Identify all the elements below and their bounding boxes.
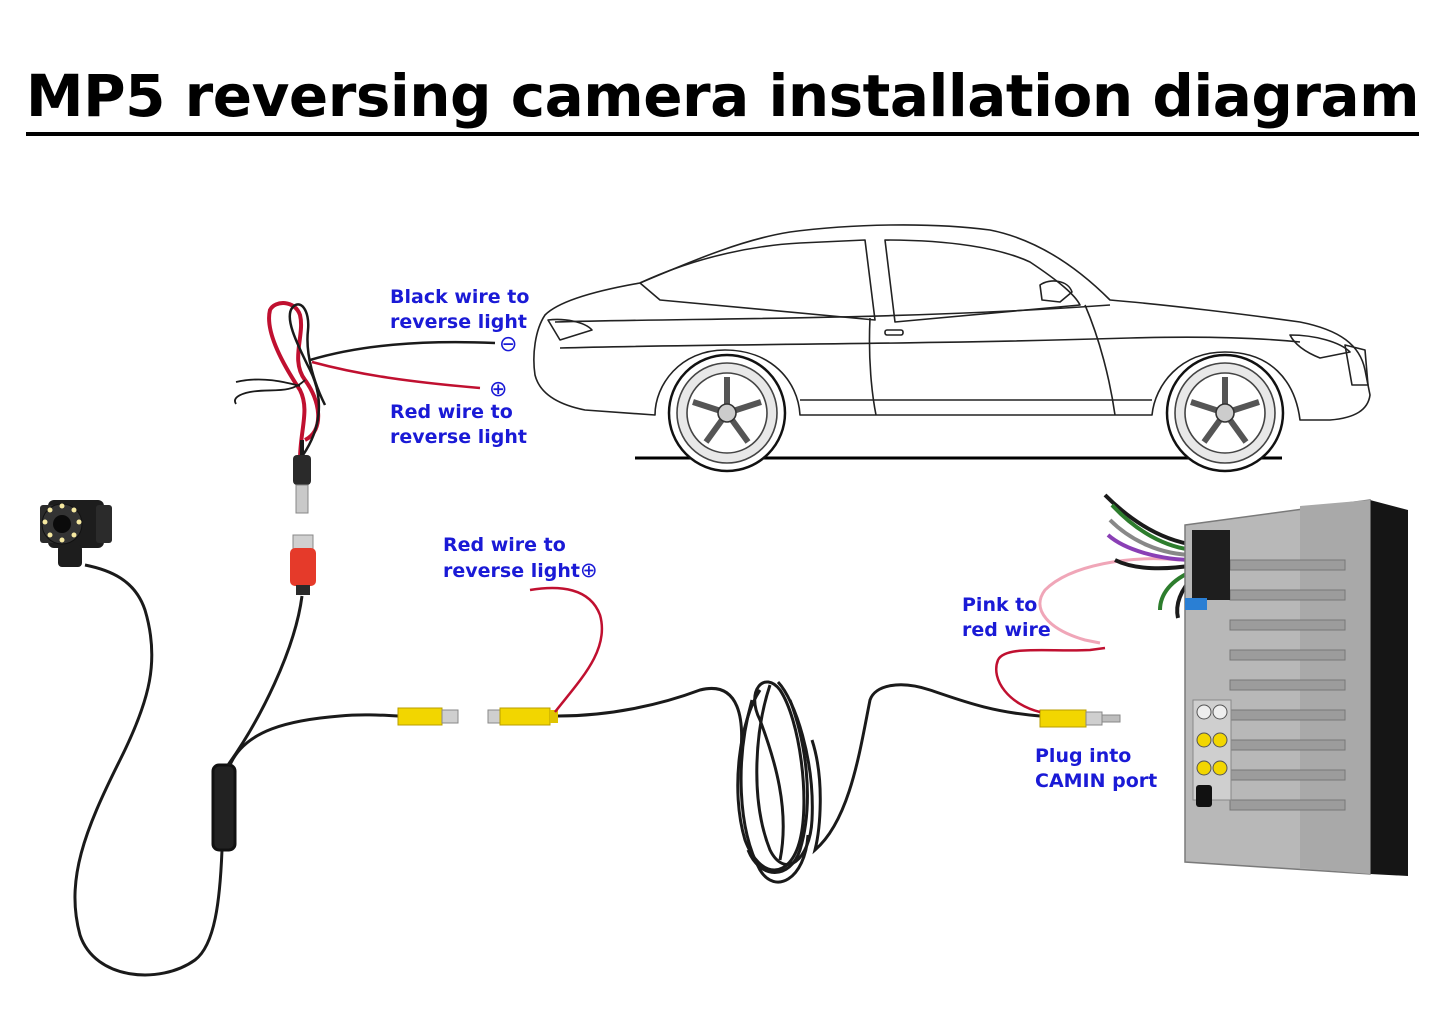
label-black-wire-line2: reverse light [390,311,527,333]
rca-camin-plug [1039,709,1121,728]
label-red-wire-top: Red wire to reverse light [390,400,527,450]
red-wire-to-pink [995,646,1106,714]
label-pink-line1: Pink to [962,594,1038,616]
label-pink-to-red: Pink to red wire [962,593,1051,643]
label-red-wire-middle: Red wire to reverse light⊕ [443,533,598,584]
label-red-wire-top-line2: reverse light [390,426,527,448]
head-unit [1103,493,1408,876]
label-black-wire-line1: Black wire to [390,286,530,308]
camera-cables [73,563,399,977]
dc-plug-male [293,455,311,514]
dc-socket-red [290,534,316,595]
page-title: MP5 reversing camera installation diagra… [0,62,1445,136]
rca-connector-pair [397,707,558,726]
label-red-wire-mid-line1: Red wire to [443,534,566,556]
label-pink-line2: red wire [962,619,1051,641]
car-illustration [533,224,1371,473]
minus-symbol-icon: ⊖ [499,332,518,357]
label-black-wire: Black wire to reverse light [390,285,529,335]
camera-body [40,500,112,567]
label-red-wire-top-line1: Red wire to [390,401,513,423]
extension-cable-coil [557,680,1041,884]
plus-symbol-icon: ⊕ [489,377,508,402]
label-plug-line2: CAMIN port [1035,770,1158,792]
trigger-red-wire [529,586,604,713]
label-red-wire-mid-line2: reverse light [443,560,580,582]
label-plug-camin: Plug into CAMIN port [1035,744,1157,794]
title-text: MP5 reversing camera installation diagra… [25,62,1420,136]
plus-symbol-icon: ⊕ [579,558,598,582]
pink-wire [1038,557,1181,645]
label-plug-line1: Plug into [1035,745,1132,767]
